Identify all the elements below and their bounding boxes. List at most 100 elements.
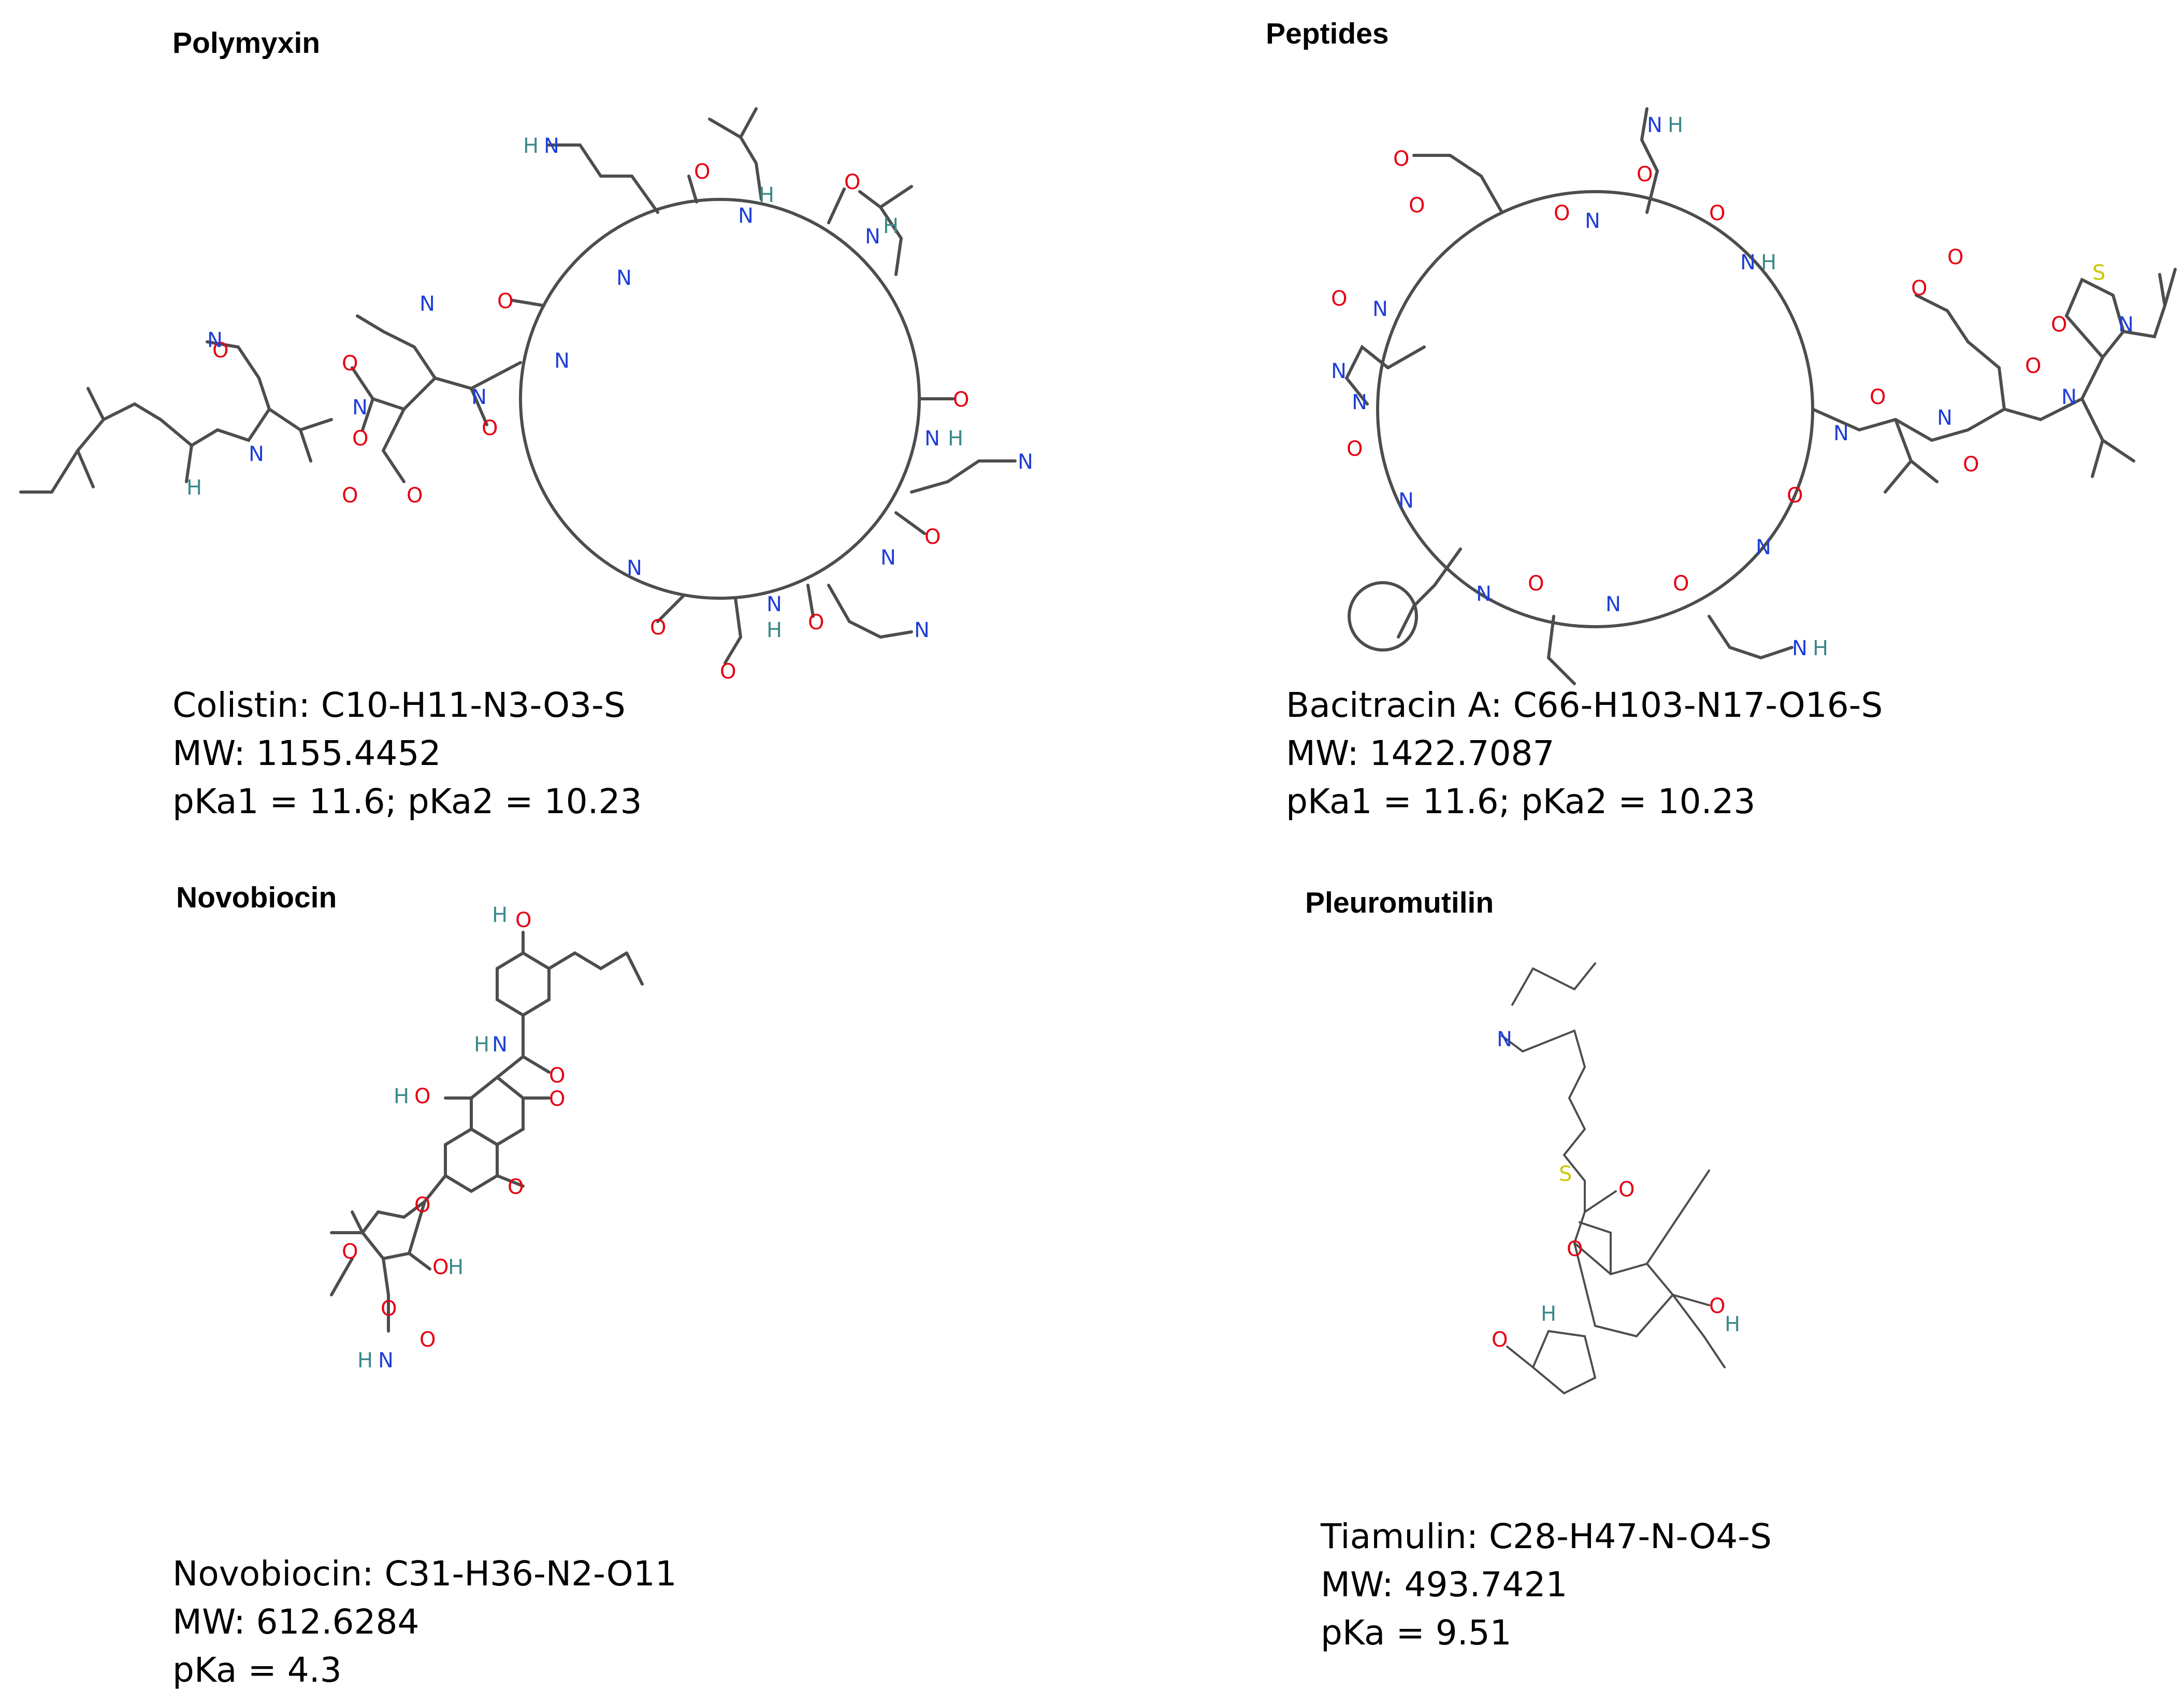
atom-O: O bbox=[1673, 572, 1689, 596]
atom-O: O bbox=[844, 170, 860, 194]
atom-N: N bbox=[1331, 359, 1347, 383]
atom-N: N bbox=[738, 204, 754, 228]
atom-O: O bbox=[342, 352, 358, 376]
atom-O: O bbox=[1637, 163, 1653, 186]
atom-N: N bbox=[1585, 209, 1600, 233]
atom-O: O bbox=[515, 908, 531, 932]
atom-O: O bbox=[1709, 1294, 1725, 1318]
atom-O: O bbox=[549, 1087, 565, 1111]
atom-H: H bbox=[1725, 1312, 1740, 1336]
compound-formula: Tiamulin: C28-H47-N-O4-S bbox=[1321, 1517, 1772, 1556]
atom-N: N bbox=[1740, 251, 1756, 275]
panel-title: Peptides bbox=[1266, 17, 1389, 50]
atom-O: O bbox=[1393, 147, 1409, 171]
atom-S: S bbox=[2092, 261, 2105, 285]
atom-N: N bbox=[2061, 385, 2077, 409]
atom-O: O bbox=[1963, 453, 1979, 476]
atom-O: O bbox=[381, 1297, 397, 1321]
atom-O: O bbox=[508, 1175, 524, 1199]
atom-O: O bbox=[432, 1255, 449, 1279]
panel-title: Novobiocin bbox=[176, 881, 337, 914]
atom-H: H bbox=[474, 1033, 489, 1057]
atom-O: O bbox=[1709, 201, 1725, 225]
atom-N: N bbox=[207, 328, 223, 352]
atom-N: N bbox=[616, 266, 632, 290]
atom-O: O bbox=[1911, 277, 1927, 300]
pka-values: pKa = 9.51 bbox=[1321, 1613, 1512, 1653]
atom-N: N bbox=[880, 546, 896, 570]
atom-N: N bbox=[865, 225, 880, 249]
atom-O: O bbox=[1567, 1237, 1583, 1261]
compound-formula: Novobiocin: C31-H36-N2-O11 bbox=[172, 1554, 677, 1594]
atom-N: N bbox=[1476, 582, 1492, 606]
atom-O: O bbox=[808, 611, 824, 634]
atom-N: N bbox=[471, 385, 487, 409]
atom-O: O bbox=[1528, 572, 1544, 596]
atom-O: O bbox=[953, 388, 969, 412]
panel-title: Pleuromutilin bbox=[1305, 886, 1494, 919]
compound-info: Colistin: C10-H11-N3-O3-S MW: 1155.4452 … bbox=[172, 681, 642, 826]
atom-H: H bbox=[1668, 113, 1683, 137]
pka-values: pKa1 = 11.6; pKa2 = 10.23 bbox=[1286, 782, 1756, 821]
atom-N: N bbox=[1792, 637, 1807, 660]
atom-N: N bbox=[249, 442, 264, 466]
atom-O: O bbox=[420, 1328, 436, 1352]
novobiocin-structure: O H O N H O O O H O O H O O O N H bbox=[330, 903, 644, 1373]
atom-O: O bbox=[414, 1193, 430, 1217]
bacitracin-structure: O O O O O O O O O O O O O O O O N N N N … bbox=[1331, 107, 2177, 685]
atom-H: H bbox=[883, 214, 899, 238]
atom-N: N bbox=[1018, 450, 1033, 474]
macrocycle-ring bbox=[519, 198, 921, 600]
atom-O: O bbox=[1947, 246, 1963, 269]
atom-O: O bbox=[1409, 194, 1425, 218]
compound-info: Tiamulin: C28-H47-N-O4-S MW: 493.7421 pK… bbox=[1321, 1512, 1772, 1657]
atom-N: N bbox=[1352, 391, 1367, 414]
atom-N: N bbox=[420, 292, 435, 316]
atom-O: O bbox=[1331, 287, 1347, 311]
compound-info: Bacitracin A: C66-H103-N17-O16-S MW: 142… bbox=[1286, 681, 1883, 826]
atom-H: H bbox=[766, 618, 782, 642]
atom-O: O bbox=[342, 484, 358, 508]
atom-N: N bbox=[924, 427, 940, 451]
atom-N: N bbox=[2118, 313, 2134, 337]
atom-S: S bbox=[1559, 1162, 1572, 1186]
molecular-weight: MW: 1422.7087 bbox=[1286, 733, 1555, 773]
atom-O: O bbox=[924, 525, 941, 549]
molecular-weight: MW: 1155.4452 bbox=[172, 733, 441, 773]
atom-O: O bbox=[1492, 1328, 1508, 1352]
atom-H: H bbox=[759, 183, 774, 207]
atom-N: N bbox=[766, 593, 782, 616]
atom-O: O bbox=[549, 1064, 565, 1088]
atom-O: O bbox=[1870, 385, 1886, 409]
atom-O: O bbox=[1787, 484, 1803, 508]
atom-O: O bbox=[694, 160, 710, 184]
atom-N: N bbox=[1937, 406, 1952, 430]
molecular-weight: MW: 612.6284 bbox=[172, 1602, 420, 1642]
atom-H: H bbox=[1761, 251, 1776, 275]
compound-formula: Bacitracin A: C66-H103-N17-O16-S bbox=[1286, 685, 1883, 725]
atom-N: N bbox=[492, 1033, 508, 1057]
atom-O: O bbox=[407, 484, 423, 508]
atom-N: N bbox=[378, 1349, 394, 1373]
tiamulin-structure: N S O O O O H H bbox=[1492, 962, 1740, 1395]
atom-H: H bbox=[492, 903, 508, 927]
atom-N: N bbox=[554, 349, 570, 373]
atom-N: N bbox=[914, 618, 930, 642]
atom-H: H bbox=[1541, 1302, 1556, 1326]
atom-O: O bbox=[1618, 1178, 1635, 1202]
atom-N: N bbox=[1398, 489, 1414, 513]
atom-N: N bbox=[1372, 297, 1388, 321]
atom-O: O bbox=[1554, 201, 1570, 225]
atom-N: N bbox=[1756, 536, 1771, 559]
atom-O: O bbox=[1347, 437, 1363, 461]
atom-H: H bbox=[357, 1349, 373, 1373]
atom-N: N bbox=[1647, 113, 1662, 137]
atom-O: O bbox=[342, 1240, 358, 1264]
atom-N: N bbox=[1606, 593, 1621, 616]
atom-N: N bbox=[1833, 422, 1849, 445]
atom-O: O bbox=[2025, 354, 2041, 378]
molecular-weight: MW: 493.7421 bbox=[1321, 1565, 1568, 1605]
atom-O: O bbox=[2051, 313, 2067, 337]
atom-O: O bbox=[212, 339, 228, 363]
colistin-structure: O O O O O O O O O O O O O O N N N N N N … bbox=[19, 107, 1033, 684]
